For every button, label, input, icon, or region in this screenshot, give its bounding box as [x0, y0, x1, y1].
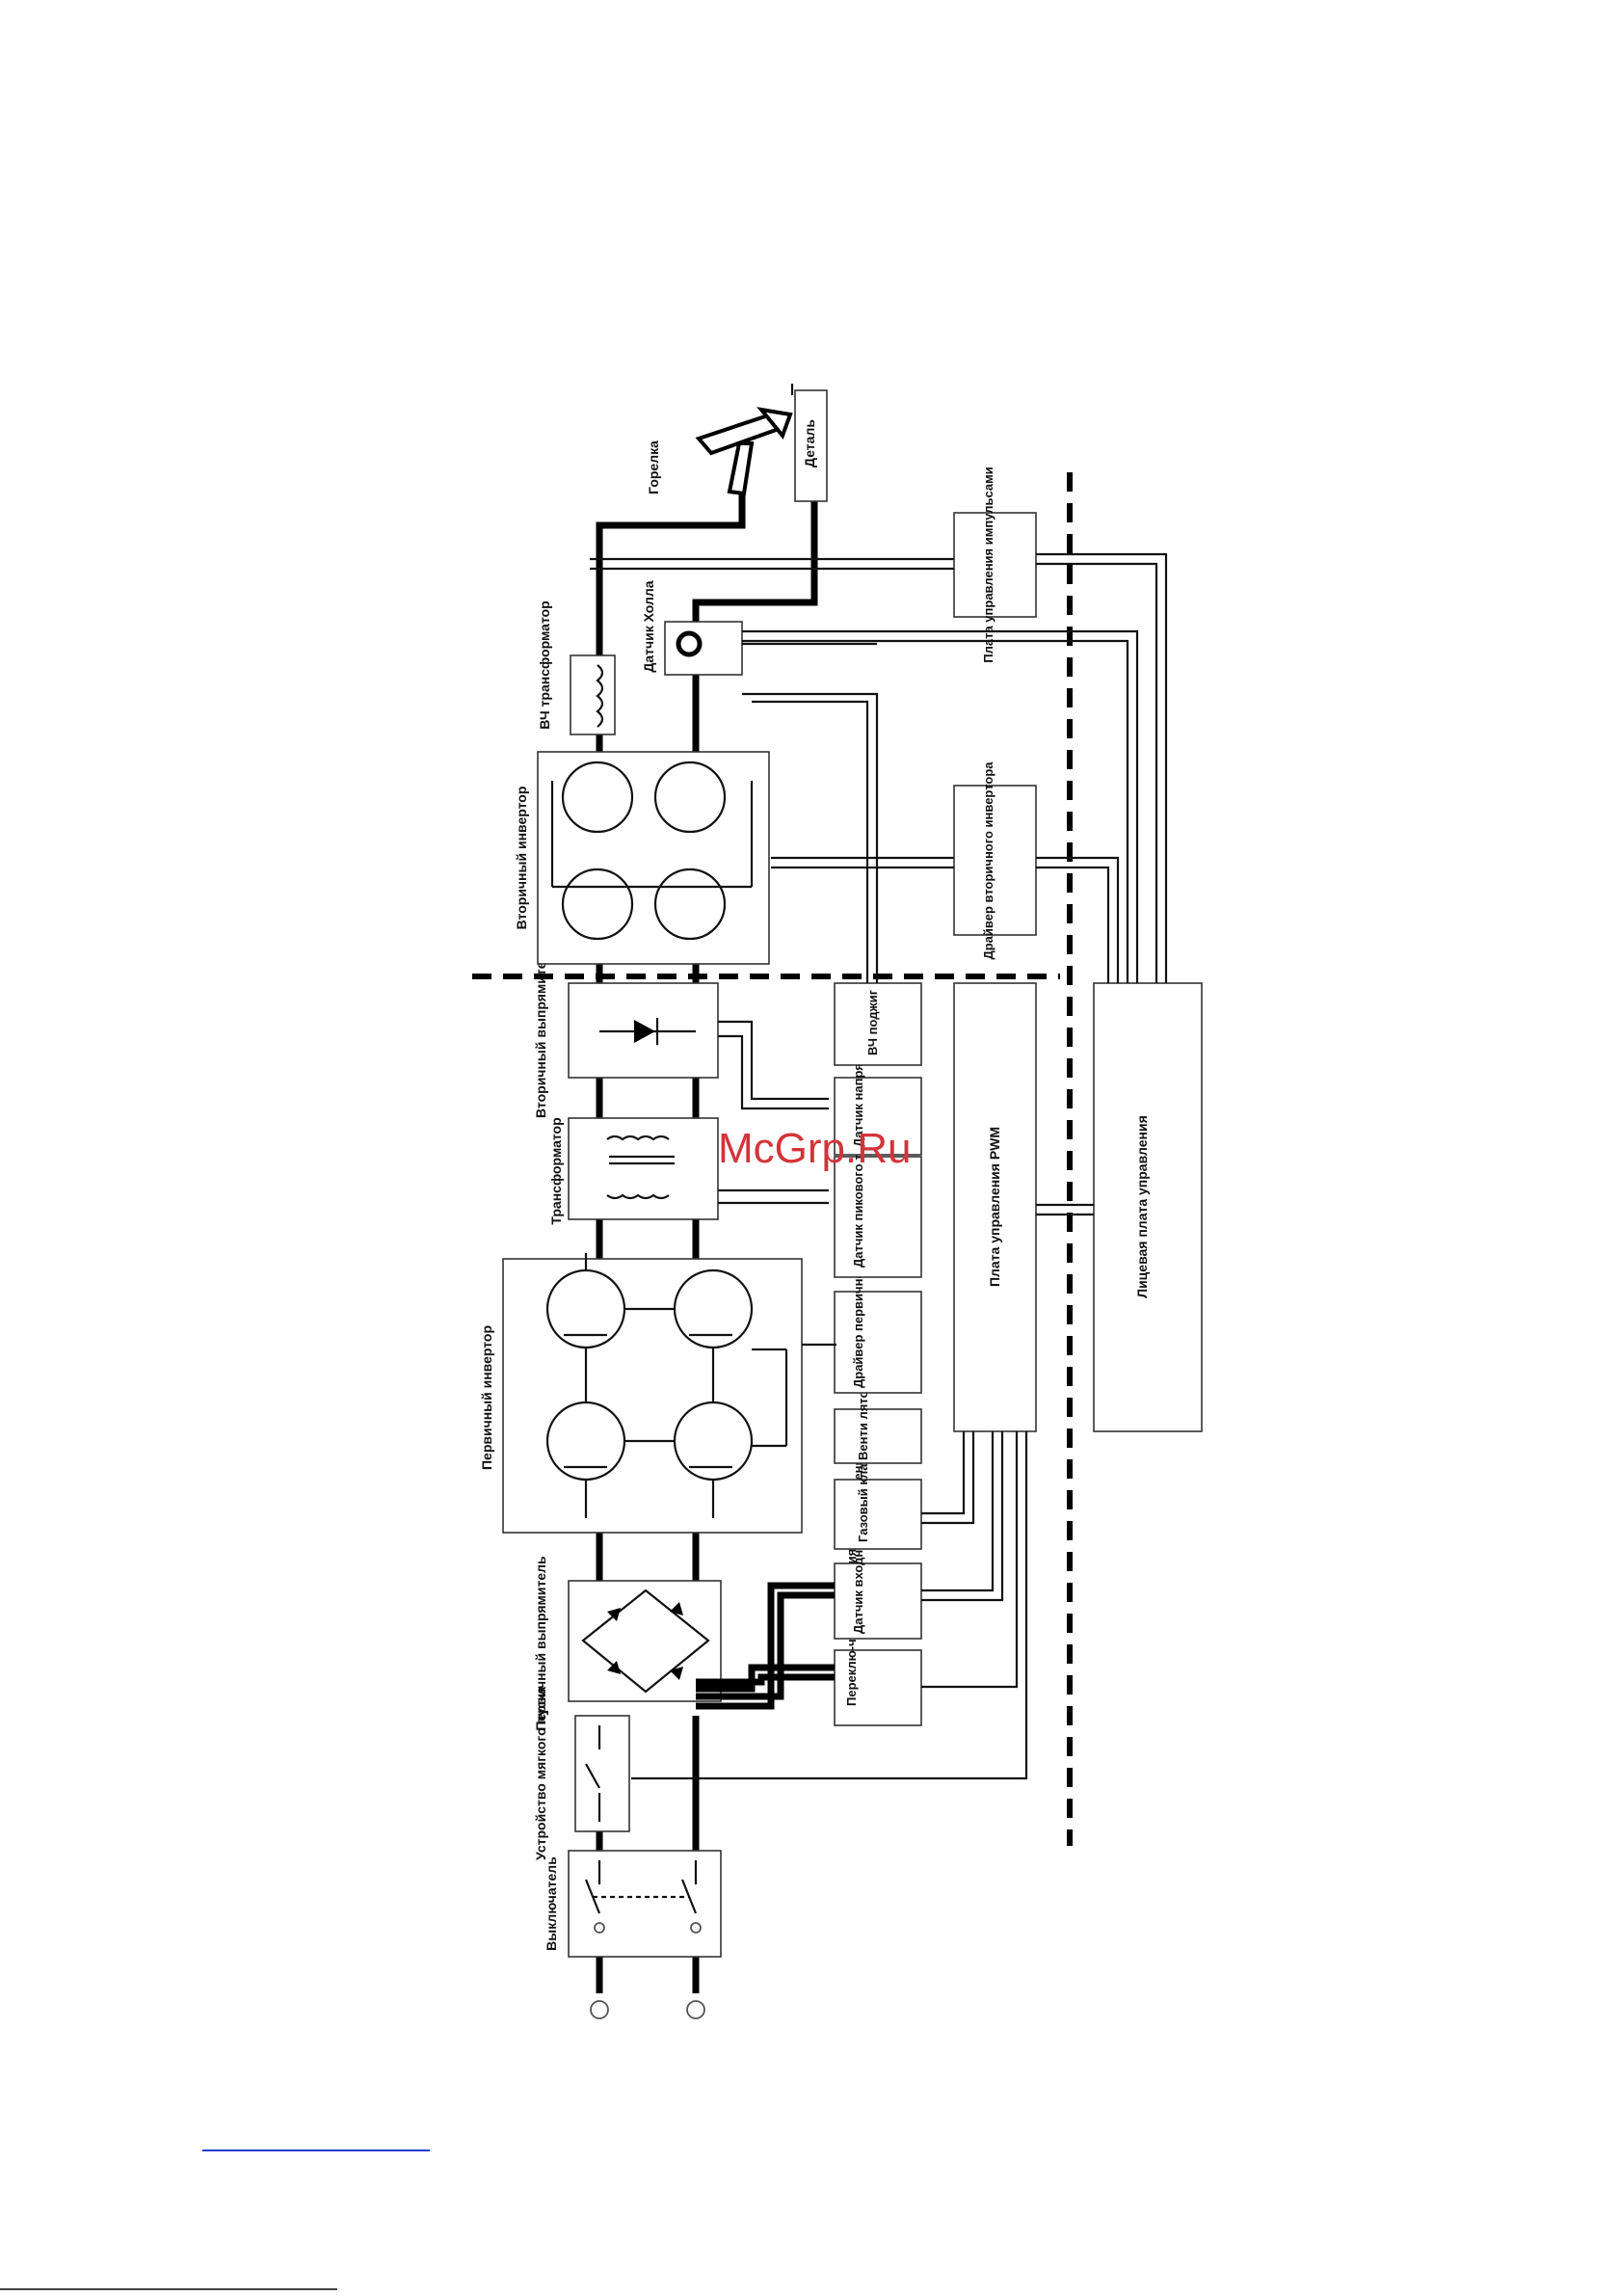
label-hf-ignition: ВЧ поджиг	[865, 989, 880, 1055]
hall-sensor-block: Датчик Холла	[641, 580, 877, 676]
input-terminal-1	[590, 2000, 609, 2019]
transformer-block: Трансформатор	[548, 1117, 719, 1225]
input-terminal-2	[686, 2000, 705, 2019]
label-front-panel-board: Лицевая плата управления	[1134, 1115, 1150, 1298]
label-primary-rectifier: Первичный выпрямитель	[533, 1556, 548, 1731]
main-power-lines	[596, 492, 818, 1993]
label-hall-sensor: Датчик Холла	[641, 580, 656, 672]
label-pwm-board: Плата управления PWM	[987, 1127, 1002, 1287]
label-hf-transformer: ВЧ трансформатор	[537, 601, 552, 729]
label-primary-inverter: Первичный инвертор	[479, 1325, 494, 1470]
hf-transformer-block: ВЧ трансформатор	[537, 601, 616, 735]
torch-icon: Горелка	[646, 384, 810, 496]
bottom-rule	[0, 2288, 337, 2290]
soft-start-block: Устройство мягкого пуска	[533, 1687, 630, 1860]
pulse-board-block: Плата управления импульсами	[953, 467, 1037, 663]
label-transformer: Трансформатор	[548, 1117, 564, 1224]
front-panel-block: Лицевая плата управления	[1093, 982, 1203, 1432]
label-soft-start: Устройство мягкого пуска	[533, 1687, 548, 1860]
workpiece-block: Деталь	[794, 389, 828, 502]
footer-link[interactable]	[202, 2124, 430, 2151]
label-peak-current-sensor: Датчик пикового тока	[851, 1133, 865, 1268]
label-pulse-board: Плата управления импульсами	[981, 467, 995, 662]
primary-rectifier-block: Первичный выпрямитель	[533, 1556, 722, 1731]
label-fan: Венти лятор	[856, 1383, 870, 1460]
switch-block: Выключатель	[544, 1850, 722, 1958]
label-secondary-inverter: Вторичный инвертор	[514, 787, 529, 930]
pwm-board-block: Плата управления PWM	[953, 982, 1037, 1432]
dashed-separators	[472, 472, 1073, 1846]
control-blocks: Переклю-чатель питания Датчик входного н…	[834, 982, 922, 1726]
secondary-inverter-block: Вторичный инвертор	[514, 751, 770, 965]
label-torch: Горелка	[646, 441, 661, 494]
label-switch: Выключатель	[544, 1856, 559, 1951]
secondary-driver-block: Драйвер вторичного инвертора	[953, 761, 1037, 960]
signal-lines	[590, 552, 1168, 1780]
primary-inverter-block: Первичный инвертор	[479, 1253, 803, 1534]
label-secondary-driver: Драйвер вторичного инвертора	[981, 761, 995, 960]
label-workpiece: Деталь	[802, 419, 817, 467]
watermark-text: McGrp.Ru	[718, 1125, 911, 1172]
secondary-rectifier-block: Вторичный выпрямитель	[533, 945, 719, 1118]
label-gas-valve: Газовый клапан	[856, 1442, 870, 1542]
label-secondary-rectifier: Вторичный выпрямитель	[533, 945, 548, 1118]
